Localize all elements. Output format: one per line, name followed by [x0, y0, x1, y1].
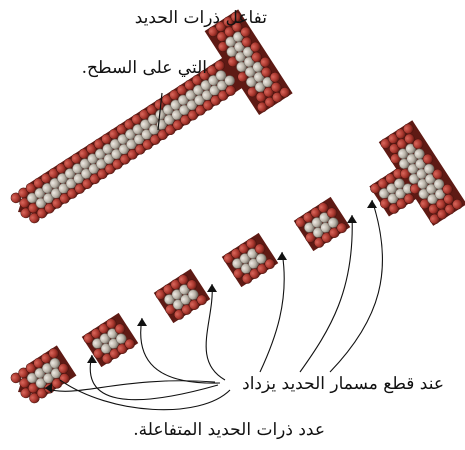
arrow-bottom-return [60, 380, 230, 410]
whole-nail [0, 9, 293, 254]
nail-segment-3 [222, 233, 279, 288]
top-caption-line-1: تفاعل ذرات الحديد [135, 8, 267, 28]
nail-head-piece [351, 120, 465, 244]
nail-tip-piece [8, 345, 77, 408]
nail-segment-2 [154, 269, 211, 324]
bottom-caption-line-1: عند قطع مسمار الحديد يزداد [242, 374, 444, 394]
nail-segment-4 [294, 197, 351, 252]
top-caption-line-2: التي على السطح. [82, 58, 207, 78]
bottom-caption-line-2: عدد ذرات الحديد المتفاعلة. [133, 420, 325, 440]
